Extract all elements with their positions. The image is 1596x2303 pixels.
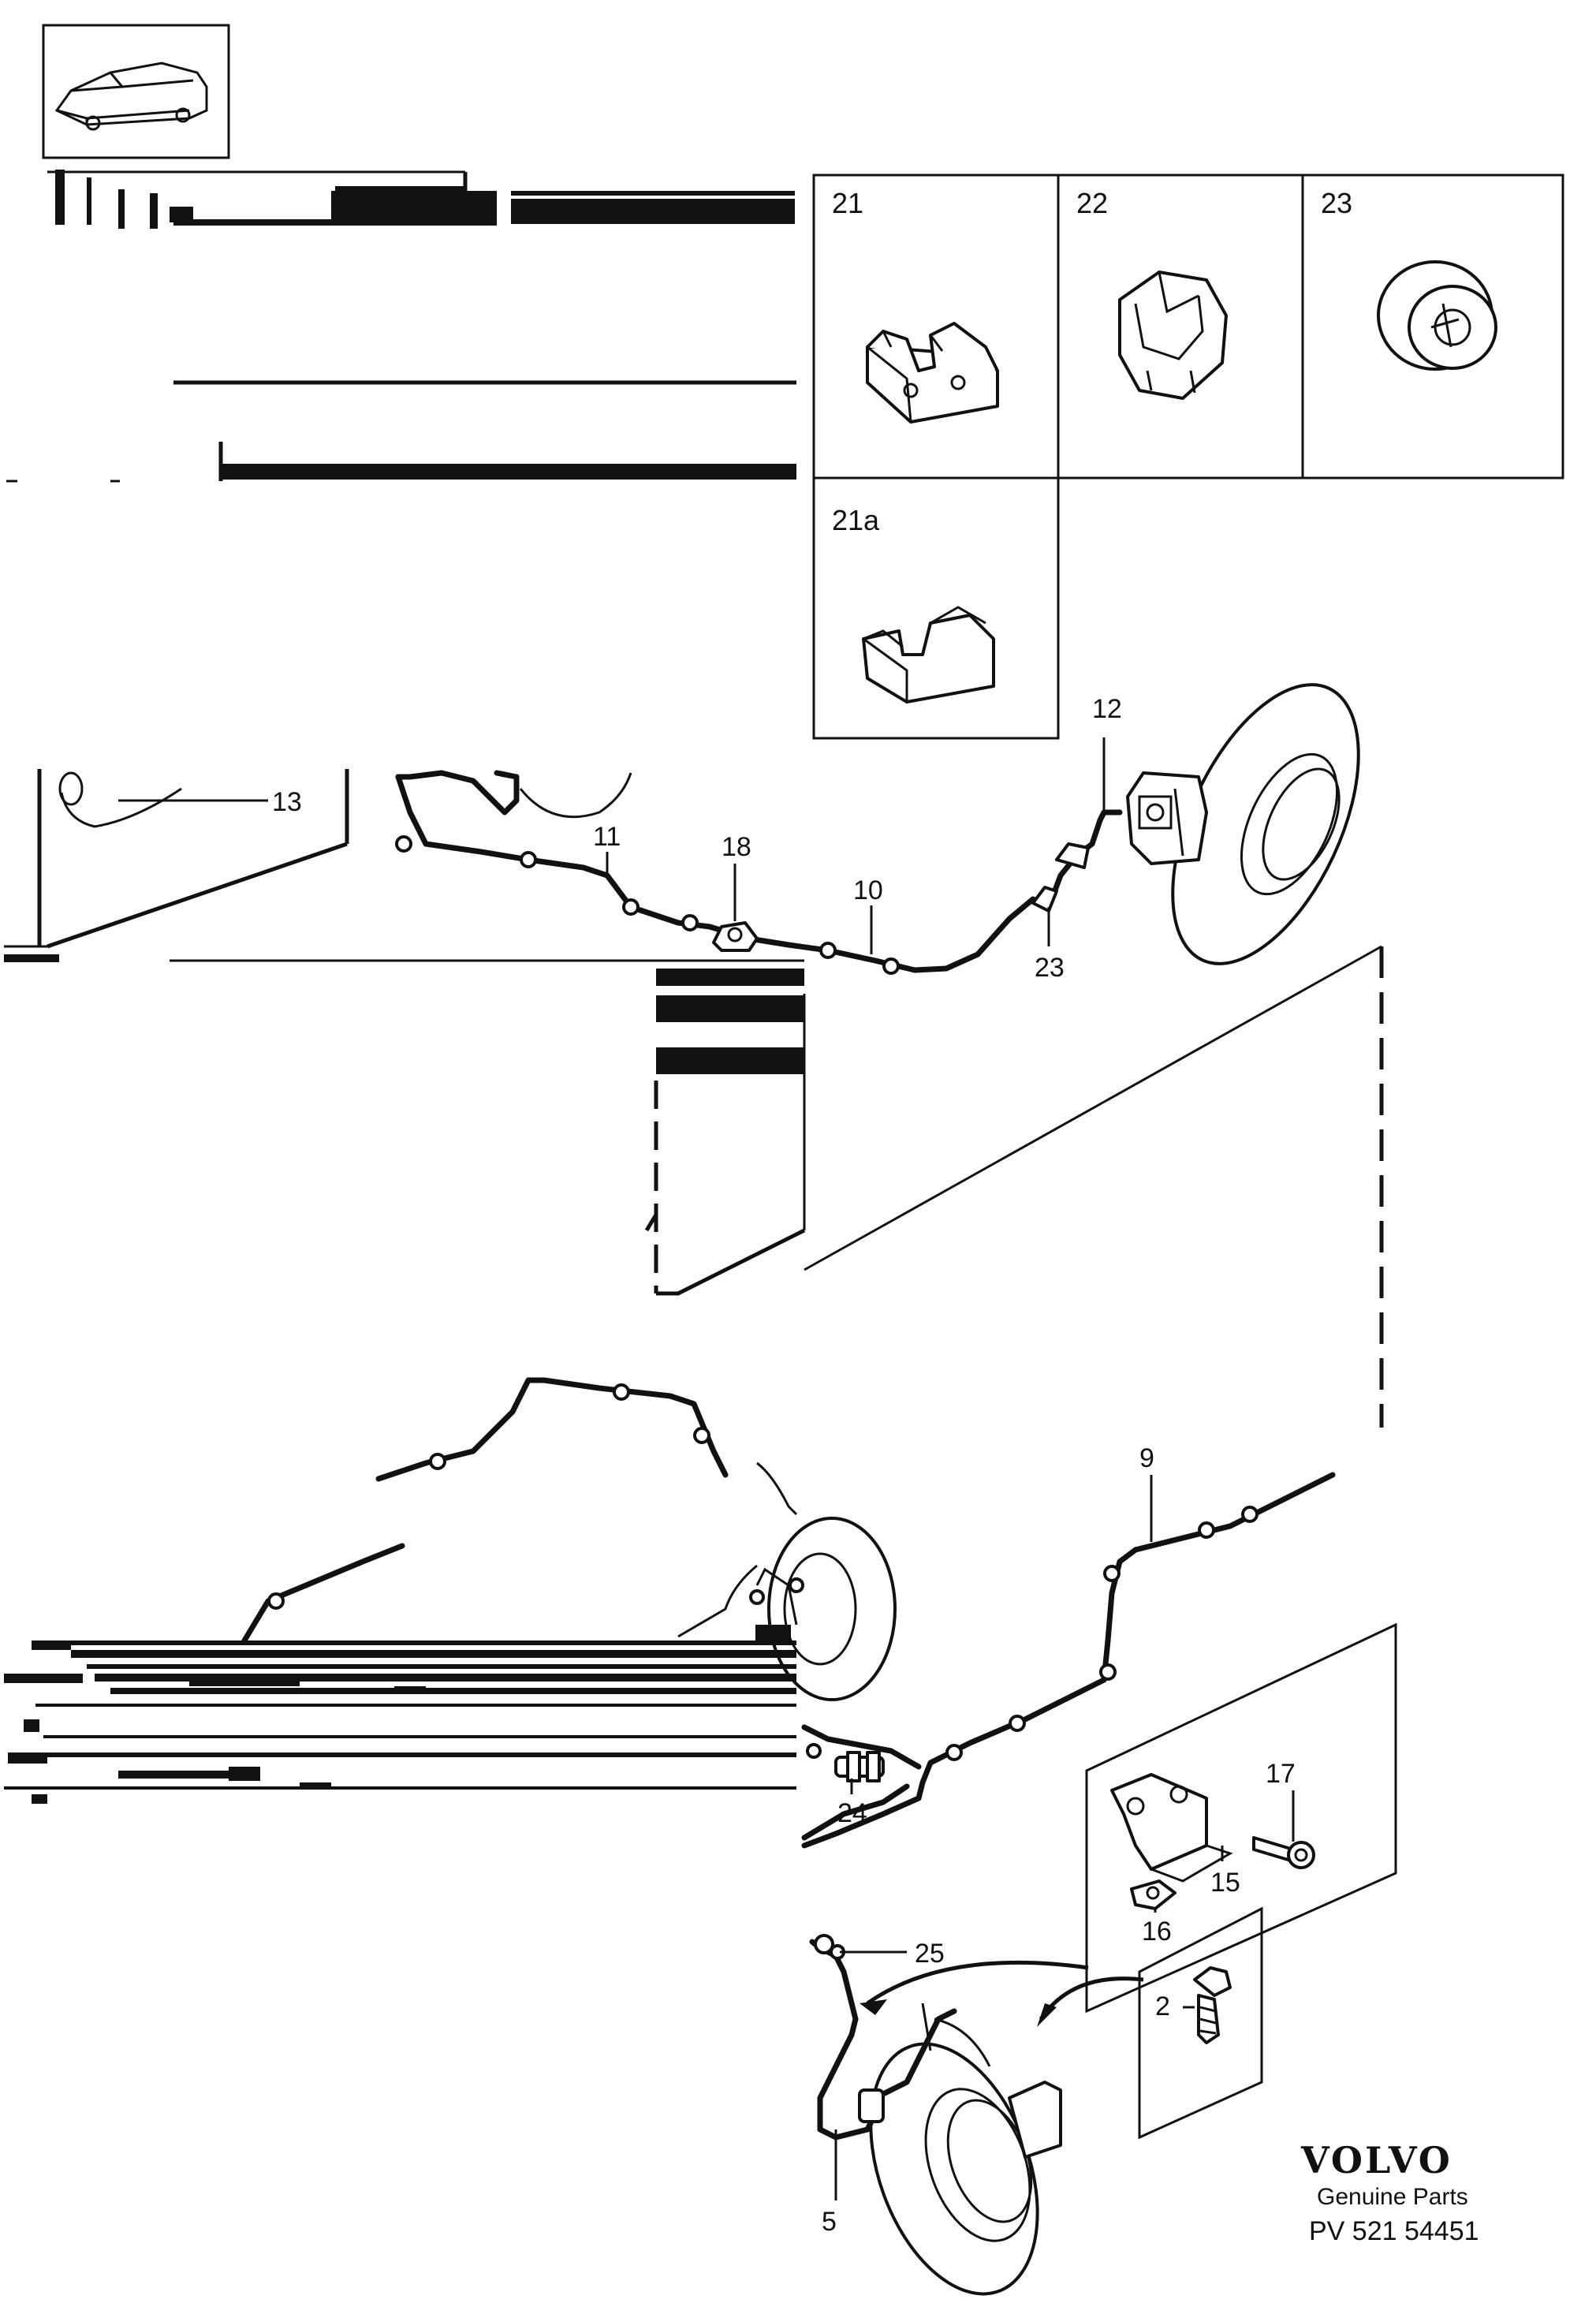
callout-15: 15: [1210, 1868, 1240, 1898]
callout-10: 10: [853, 875, 883, 905]
callout-5: 5: [822, 2207, 837, 2237]
bracket-15-icon: [1110, 1773, 1233, 1883]
box-label-21: 21: [832, 187, 863, 219]
nipple-detail-box: [1138, 1906, 1263, 2140]
mid-bars: [170, 945, 1384, 1428]
rear-brake-disc-bottom: [869, 2003, 1062, 2296]
brake-line-9: [801, 1472, 1336, 1849]
callout-12: 12: [1092, 694, 1122, 724]
callout-18: 18: [722, 832, 751, 862]
rear-brake-disc-right: [519, 683, 1360, 965]
top-left-bars: [6, 170, 796, 483]
volvo-logo: VOLVO: [1300, 2139, 1452, 2182]
callout-17: 17: [1266, 1759, 1296, 1789]
direction-arrows: [860, 1960, 1144, 2027]
bolt-17-icon: [1252, 1836, 1315, 1869]
clip-22-icon: [1118, 271, 1228, 400]
lower-body-outline: [241, 1377, 897, 1701]
callout-11: 11: [593, 822, 621, 852]
callout-25: 25: [915, 1939, 945, 1969]
parts-grid: [812, 174, 1564, 740]
box-label-21a: 21a: [832, 504, 880, 536]
car-thumbnail: [42, 24, 230, 159]
callout-13: 13: [272, 787, 302, 817]
connector-24-icon: [806, 1743, 885, 1782]
part-code: PV 521 54451: [1309, 2216, 1479, 2246]
middle-left-panel: [4, 769, 349, 962]
callout-23: 23: [1035, 953, 1065, 983]
box-label-23: 23: [1321, 187, 1352, 219]
callout-2: 2: [1155, 1991, 1170, 2021]
grommet-23-icon: [1377, 260, 1497, 371]
callout-24: 24: [837, 1798, 867, 1828]
callout-16: 16: [1142, 1917, 1172, 1947]
clip-21-icon: [866, 322, 999, 424]
callout-9: 9: [1139, 1443, 1154, 1473]
box-label-22: 22: [1076, 187, 1108, 219]
clip-21a-icon: [862, 606, 995, 704]
fitting-18-icon: [712, 921, 759, 952]
bracket-detail-box: [1085, 1622, 1397, 2014]
nipple-2-icon: [1193, 1966, 1232, 2044]
lower-left-bars: [4, 1640, 796, 1804]
clip-16-icon: [1130, 1879, 1176, 1910]
brake-line-10-11: [395, 770, 1123, 975]
caliper-12-icon: [1126, 771, 1208, 865]
brake-hose-5: [809, 1934, 957, 2141]
genuine-parts-label: Genuine Parts: [1317, 2184, 1468, 2210]
